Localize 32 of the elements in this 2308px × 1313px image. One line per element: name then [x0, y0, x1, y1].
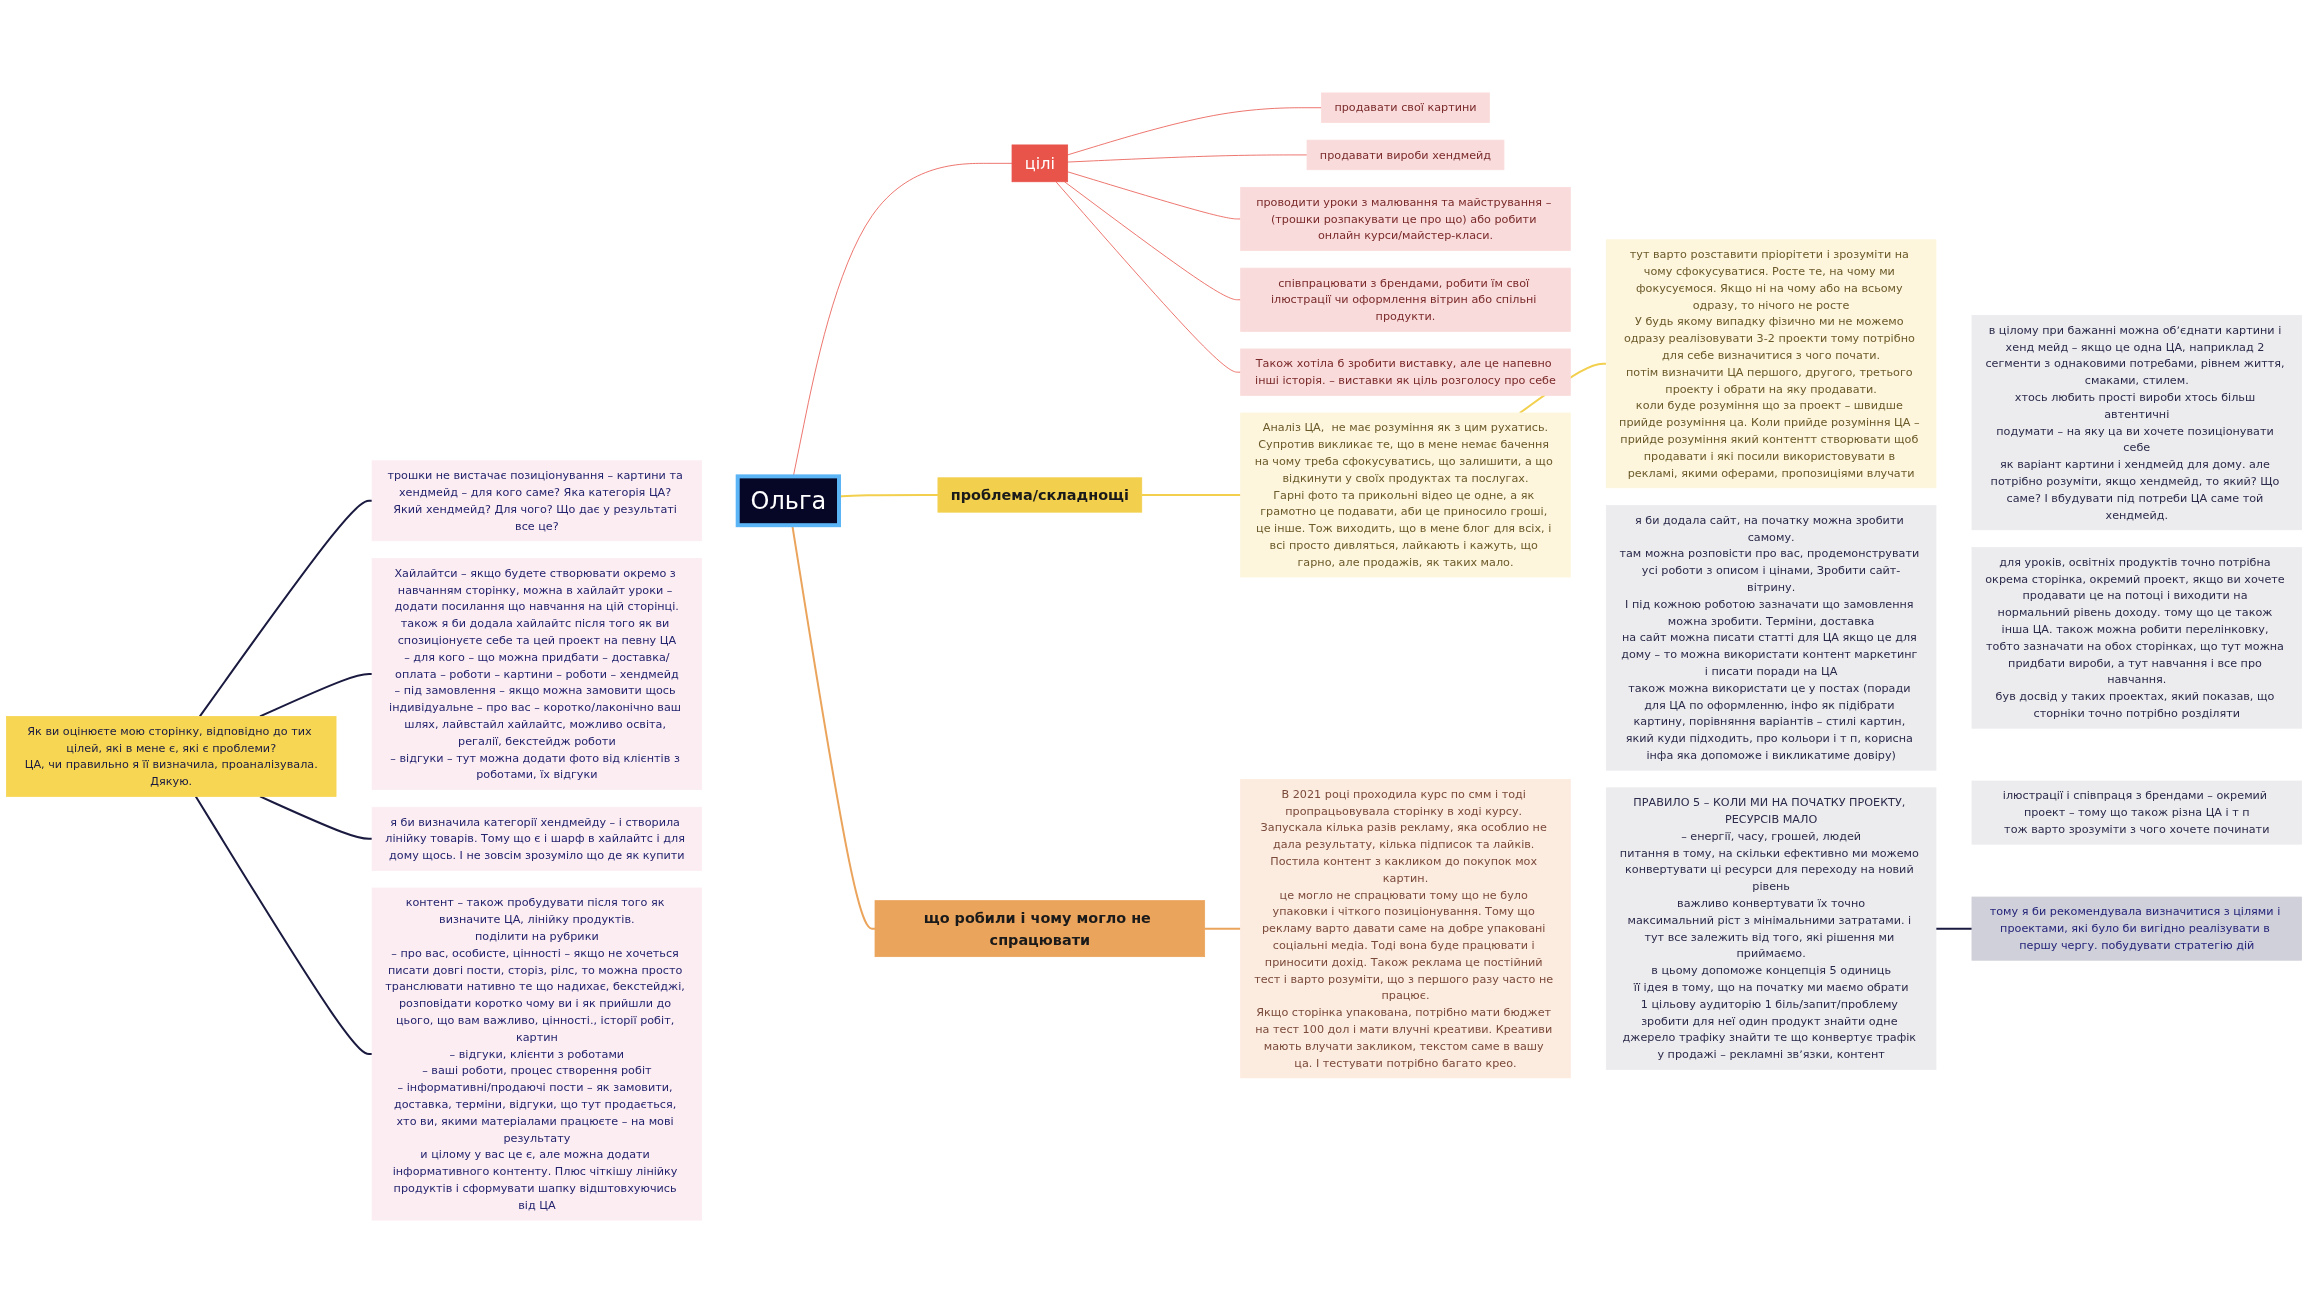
connector — [1140, 494, 1242, 496]
connector — [1934, 927, 1973, 930]
connector — [194, 795, 374, 1056]
connector — [1064, 181, 1242, 301]
node-box: контент – також пробудувати після того як визначите ЦА, лінійку продуктів. поділити на рубрики – про вас, особисте, цінності – якщо не хочеться писати довгі пости, сторіз, рілс, то можна просто транслювати нативно те що надихає, бекстейджі, розповідати коротко чому ви і як прийшли до цього, що вам важливо, цінності., історії робіт, картин – відгуки, клієнти з роботами – ваші роботи, процес створення робіт – інформативні/продаючі пости – як замовити, доставка, терміни, відгуки, що тут продається, хто ви, якими матеріалами працюєте – на мові результату и цілому у вас це є, але можна додати інформативного контенту. Плюс чіткішу лінійку продуктів і сформувати шапку відштовхуючись від ЦА — [371, 887, 703, 1221]
node-box: В 2021 році проходила курс по смм і тоді пропрацьовувала сторінку в ході курсу. Запускала кілька разів рекламу, яка особлио не дала результату, кілька підписок та лайків. Постила контент з какликом до покупок мох картин. це могло не спрацювати тому що не було упаковки і чіткого позиціонування. Тому що рекламу варто давати саме на добре упаковані соціальні медіа. Тоді вона буде працювати і приносити дохід. Також реклама це постійний тест і варто розуміти, що з першого разу часто не працює. Якщо сторінка упакована, потрібно мати бюджет на тест 100 дол і мати влучні креативи. Креативи мають влучати закликом, текстом саме в вашу ца. І тестувати потрібно багато крео. — [1240, 779, 1571, 1079]
node-box: трошки не вистачає позиціонування – картини та хендмейд – для кого саме? Яка категорія ЦА? Який хендмейд? Для чого? Що дає у результаті все це? — [371, 460, 703, 542]
node-box: проводити уроки з малювання та майстрування – (трошки розпакувати це про що) або робити онлайн курси/майстер-класи. — [1240, 186, 1571, 251]
connector — [198, 499, 374, 718]
node-box: тут варто розставити пріорітети і зрозуміти на чому сфокусуватися. Росте те, на чому ми фокусуємося. Якщо ні на чому або на всьому одразу, то нічого не росте У будь якому випадку фізично ми не можемо одразу реалізовувати 3-2 проекти тому потрібно для себе визначитися з чого почати. потім визначити ЦА першого, другого, третього проекту і обрати на яку продавати. коли буде розуміння що за проект – швидше прийде розуміння ца. Коли прийде розуміння ЦА – прийде розуміння який контентт створювати щоб продавати і які посили використовувати в рекламі, якими оферами, пропозиціями влучати — [1605, 239, 1937, 489]
node-box: я би визначила категорії хендмейду – і створила лінійку товарів. Тому що є і шарф в хайлайтс і для дому щось. І не зовсім зрозуміло що де як купити — [371, 806, 703, 871]
connector — [792, 162, 1013, 477]
connector — [1067, 107, 1322, 156]
node-box: Також хотіла б зробити виставку, але це напевно інші історія. – виставки як ціль розголосу про себе — [1240, 348, 1571, 396]
node-box: тому я би рекомендувала визначитися з цілями і проектами, які було би вигідно реалізувати в першу чергу. побудувати стратегію дій — [1971, 896, 2302, 961]
connector — [1067, 154, 1308, 163]
node-box: Хайлайтси – якщо будете створювати окремо з навчанням сторінку, можна в хайлайт уроки – додати посилання що навчання на цій сторінці. також я би додала хайлайтс після того як ви спозиціонуєте себе та цей проект на певну ЦА – для кого – що можна придбати – доставка/оплата – роботи – картини – роботи – хендмейд – під замовлення – якщо можна замовити щось індивідуальне – про вас – коротко/лаконічно ваш шлях, лайвстайл хайлайтс, можливо освіта, регалії, бекстейдж роботи – відгуки – тут можна додати фото від клієнтів з роботами, їх відгуки — [371, 558, 703, 790]
connector — [1203, 927, 1242, 930]
node-box: що робили і чому могло не спрацювати — [874, 900, 1206, 958]
node-box: проблема/складнощі — [937, 477, 1143, 513]
connector — [1067, 171, 1242, 220]
node-box: продавати свої картини — [1321, 92, 1490, 123]
node-box: продавати вироби хендмейд — [1306, 139, 1505, 171]
connector — [258, 673, 374, 718]
node-box: цілі — [1011, 144, 1069, 183]
connector — [258, 795, 374, 840]
node-box: співпрацювати з брендами, робити їм свої ілюстрації чи оформлення вітрин або спільні продукти. — [1240, 267, 1571, 332]
connector — [1055, 181, 1242, 373]
node-box: Ольга — [735, 474, 841, 528]
node-box: ПРАВИЛО 5 – КОЛИ МИ НА ПОЧАТКУ ПРОЕКТУ, РЕСУРСІВ МАЛО – енергії, часу, грошей, людей питання в тому, на скільки ефективно ми можемо конвертувати ці ресурси для переходу на новий рівень важливо конвертувати їх точно максимальний ріст з мінімальними затратами. і тут все залежить від того, які рішення ми приймаємо. в цьому допоможе концепція 5 одиниць її ідея в тому, що на початку ми маємо обрати 1 цільову аудиторію 1 біль/запит/проблему зробити для неї один продукт знайти одне джерело трафіку знайти те що конвертує трафік у продажі – рекламні звʼязки, контент — [1605, 787, 1937, 1070]
node-box: Аналіз ЦА, не має розуміння як з цим рухатись. Супротив викликає те, що в мене немає бачення на чому треба сфокусуватись, що залишити, а що відкинути у своїх продуктах та послугах. Гарні фото та прикольні відео це одне, а як грамотно це подавати, аби це приносило гроші, це інше. Тож виходить, що в мене блог для всіх, і всі просто дивляться, лайкають і кажуть, що гарно, але продажів, як таких мало. — [1240, 412, 1571, 578]
node-box: Як ви оцінюєте мою сторінку, відповідно до тих цілей, які в мене є, які є проблеми? ЦА, чи правильно я її визначила, проаналізувала. Дякую. — [6, 716, 337, 797]
